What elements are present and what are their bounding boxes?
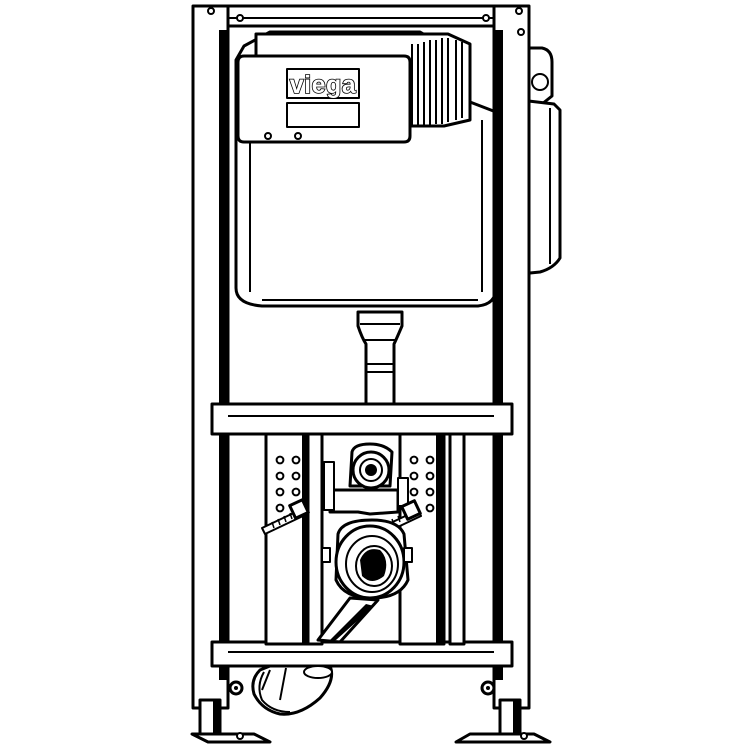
label-plate	[286, 102, 360, 128]
top-rail	[210, 4, 514, 28]
right-foot-plate	[454, 732, 552, 744]
wc-connection-module	[261, 432, 466, 646]
cover-screw-right	[294, 132, 302, 140]
right-leg	[454, 680, 552, 744]
left-foot-plate	[190, 732, 272, 744]
brand-logo: viega	[290, 71, 357, 99]
flush-pipe	[356, 310, 404, 410]
mounting-frame	[191, 4, 531, 710]
threaded-stud-left	[261, 498, 310, 535]
bottom-rail	[210, 640, 514, 668]
cistern: viega	[234, 30, 498, 308]
cistern-ribs	[411, 38, 463, 126]
middle-rail	[210, 402, 514, 436]
left-leg	[190, 680, 272, 744]
logo-plate	[286, 68, 360, 99]
drain-pipe	[316, 596, 380, 644]
cover-screw-left	[264, 132, 272, 140]
drain-elbow	[251, 664, 334, 716]
